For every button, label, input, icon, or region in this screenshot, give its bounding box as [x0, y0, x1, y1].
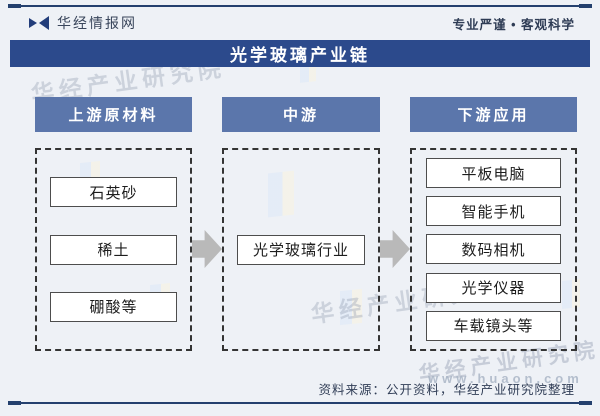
- chain-item: 车载镜头等: [425, 310, 562, 341]
- brand-logo-icon: [28, 15, 50, 31]
- chain-item: 平板电脑: [425, 158, 562, 189]
- chain-item: 稀土: [50, 234, 177, 265]
- chain-item: 光学仪器: [425, 272, 562, 303]
- column-items-container: 平板电脑智能手机数码相机光学仪器车载镜头等: [410, 148, 577, 351]
- column-items-container: 光学玻璃行业: [222, 148, 380, 351]
- chain-column: 上游原材料石英砂稀土硼酸等: [35, 97, 192, 351]
- chain-column: 下游应用平板电脑智能手机数码相机光学仪器车载镜头等: [410, 97, 577, 351]
- tagline: 专业严谨 • 客观科学: [452, 17, 575, 32]
- chain-item: 石英砂: [50, 177, 177, 208]
- brand: 华经情报网: [28, 13, 137, 33]
- chain-item: 光学玻璃行业: [237, 234, 365, 265]
- chain-item: 硼酸等: [50, 291, 177, 322]
- brand-bar: 华经情报网 专业严谨 • 客观科学: [28, 13, 575, 33]
- flow-arrow-right-icon: [380, 230, 410, 268]
- column-items-container: 石英砂稀土硼酸等: [35, 148, 192, 351]
- brand-name: 华经情报网: [57, 15, 137, 31]
- source-note: 资料来源：公开资料，华经产业研究院整理: [318, 383, 575, 397]
- top-border-rule: [8, 4, 592, 8]
- chain-item: 智能手机: [425, 196, 562, 227]
- page-title: 光学玻璃产业链: [10, 40, 590, 67]
- chain-item: 数码相机: [425, 234, 562, 265]
- flow-arrow-right-icon: [192, 230, 222, 268]
- watermark-url: www.huaon.com: [428, 371, 583, 386]
- column-header: 上游原材料: [35, 97, 192, 132]
- bottom-border-rule: [8, 401, 592, 405]
- column-header: 中游: [222, 97, 380, 132]
- column-header: 下游应用: [410, 97, 577, 132]
- chain-column: 中游光学玻璃行业: [222, 97, 380, 351]
